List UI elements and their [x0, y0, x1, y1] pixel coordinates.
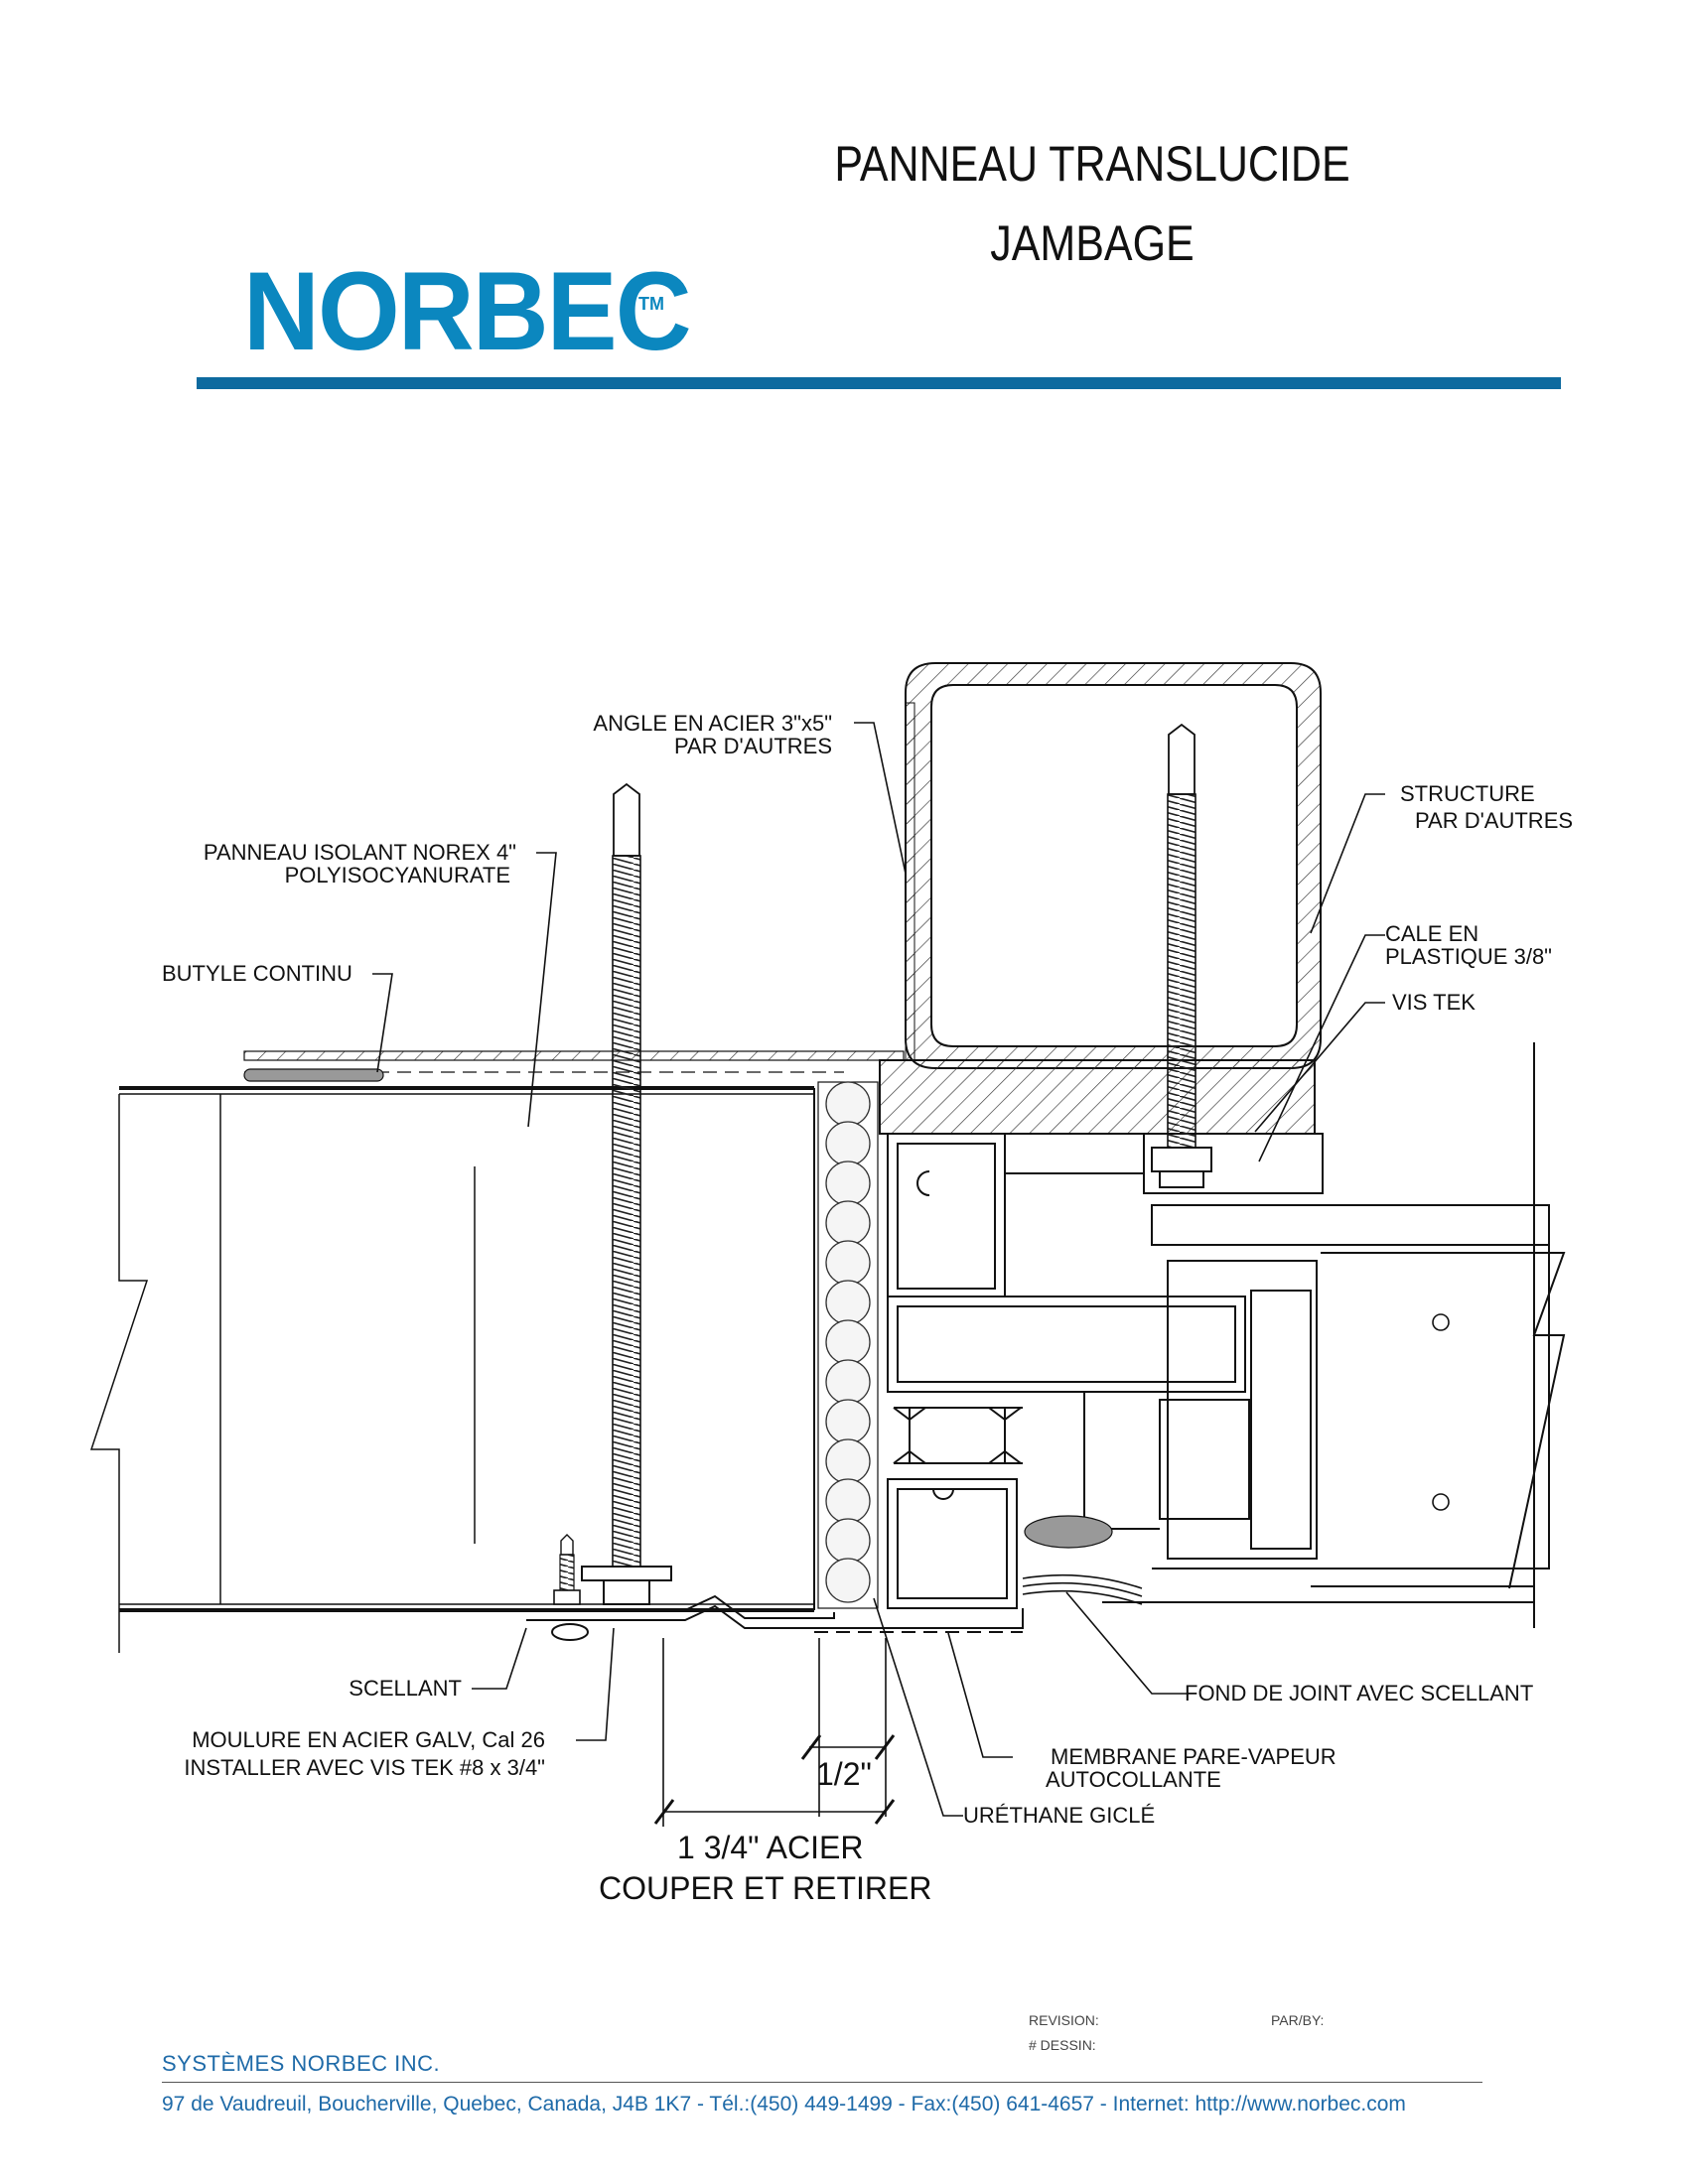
logo-trademark: TM	[638, 294, 664, 314]
label-angle-2: PAR D'AUTRES	[674, 734, 832, 758]
header-rule	[197, 377, 1561, 389]
leader-lines	[372, 722, 1385, 1827]
label-membrane-1: MEMBRANE PARE-VAPEUR	[1051, 1744, 1336, 1769]
dim-acier: 1 3/4" ACIER	[677, 1830, 863, 1865]
label-cale-1: CALE EN	[1385, 921, 1478, 946]
label-angle-1: ANGLE EN ACIER 3"x5"	[593, 711, 832, 736]
par-label: PAR/BY:	[1271, 2012, 1325, 2028]
long-screw-right	[1151, 723, 1212, 1188]
label-membrane-2: AUTOCOLLANTE	[1046, 1767, 1221, 1792]
revision-label: REVISION:	[1029, 2012, 1099, 2028]
label-couper: COUPER ET RETIRER	[599, 1870, 931, 1906]
label-cale-2: PLASTIQUE 3/8"	[1385, 944, 1552, 969]
top-flashing	[243, 1050, 905, 1082]
short-screw	[553, 1534, 581, 1605]
company-address: 97 de Vaudreuil, Boucherville, Quebec, C…	[162, 2093, 1406, 2116]
label-panneau-2: POLYISOCYANURATE	[285, 863, 510, 887]
butyl-tape	[243, 1068, 384, 1082]
label-urethane: URÉTHANE GICLÉ	[963, 1803, 1155, 1828]
spray-urethane	[817, 1081, 879, 1609]
label-vis-tek: VIS TEK	[1392, 990, 1476, 1015]
label-moulure-2: INSTALLER AVEC VIS TEK #8 x 3/4"	[184, 1755, 545, 1780]
insulated-panel	[89, 1086, 815, 1653]
fastener-hole	[1432, 1313, 1450, 1331]
label-butyle: BUTYLE CONTINU	[162, 961, 352, 986]
company-name: SYSTÈMES NORBEC INC.	[162, 2051, 441, 2076]
fastener-hole	[1432, 1493, 1450, 1511]
label-fond-joint: FOND DE JOINT AVEC SCELLANT	[1185, 1681, 1533, 1706]
steel-structure	[879, 662, 1322, 1135]
drawing-subtitle: JAMBAGE	[990, 215, 1195, 271]
drawing-title: PANNEAU TRANSLUCIDE	[834, 136, 1350, 192]
label-scellant: SCELLANT	[349, 1676, 462, 1701]
label-panneau-1: PANNEAU ISOLANT NOREX 4"	[204, 840, 516, 865]
backer-rod	[1022, 1573, 1143, 1605]
footer-rule	[162, 2082, 1482, 2083]
dim-half-inch: 1/2"	[816, 1756, 872, 1792]
norbec-logo: NORBEC	[243, 249, 692, 373]
sealant-bead	[1024, 1515, 1113, 1549]
label-structure-1: STRUCTURE	[1400, 781, 1535, 806]
label-structure-2: PAR D'AUTRES	[1415, 808, 1573, 833]
galv-moulding	[526, 1594, 1024, 1641]
long-screw-left	[581, 782, 672, 1605]
aluminum-frame	[887, 1042, 1566, 1628]
label-moulure-1: MOULURE EN ACIER GALV, Cal 26	[192, 1727, 545, 1752]
dessin-label: # DESSIN:	[1029, 2037, 1096, 2053]
